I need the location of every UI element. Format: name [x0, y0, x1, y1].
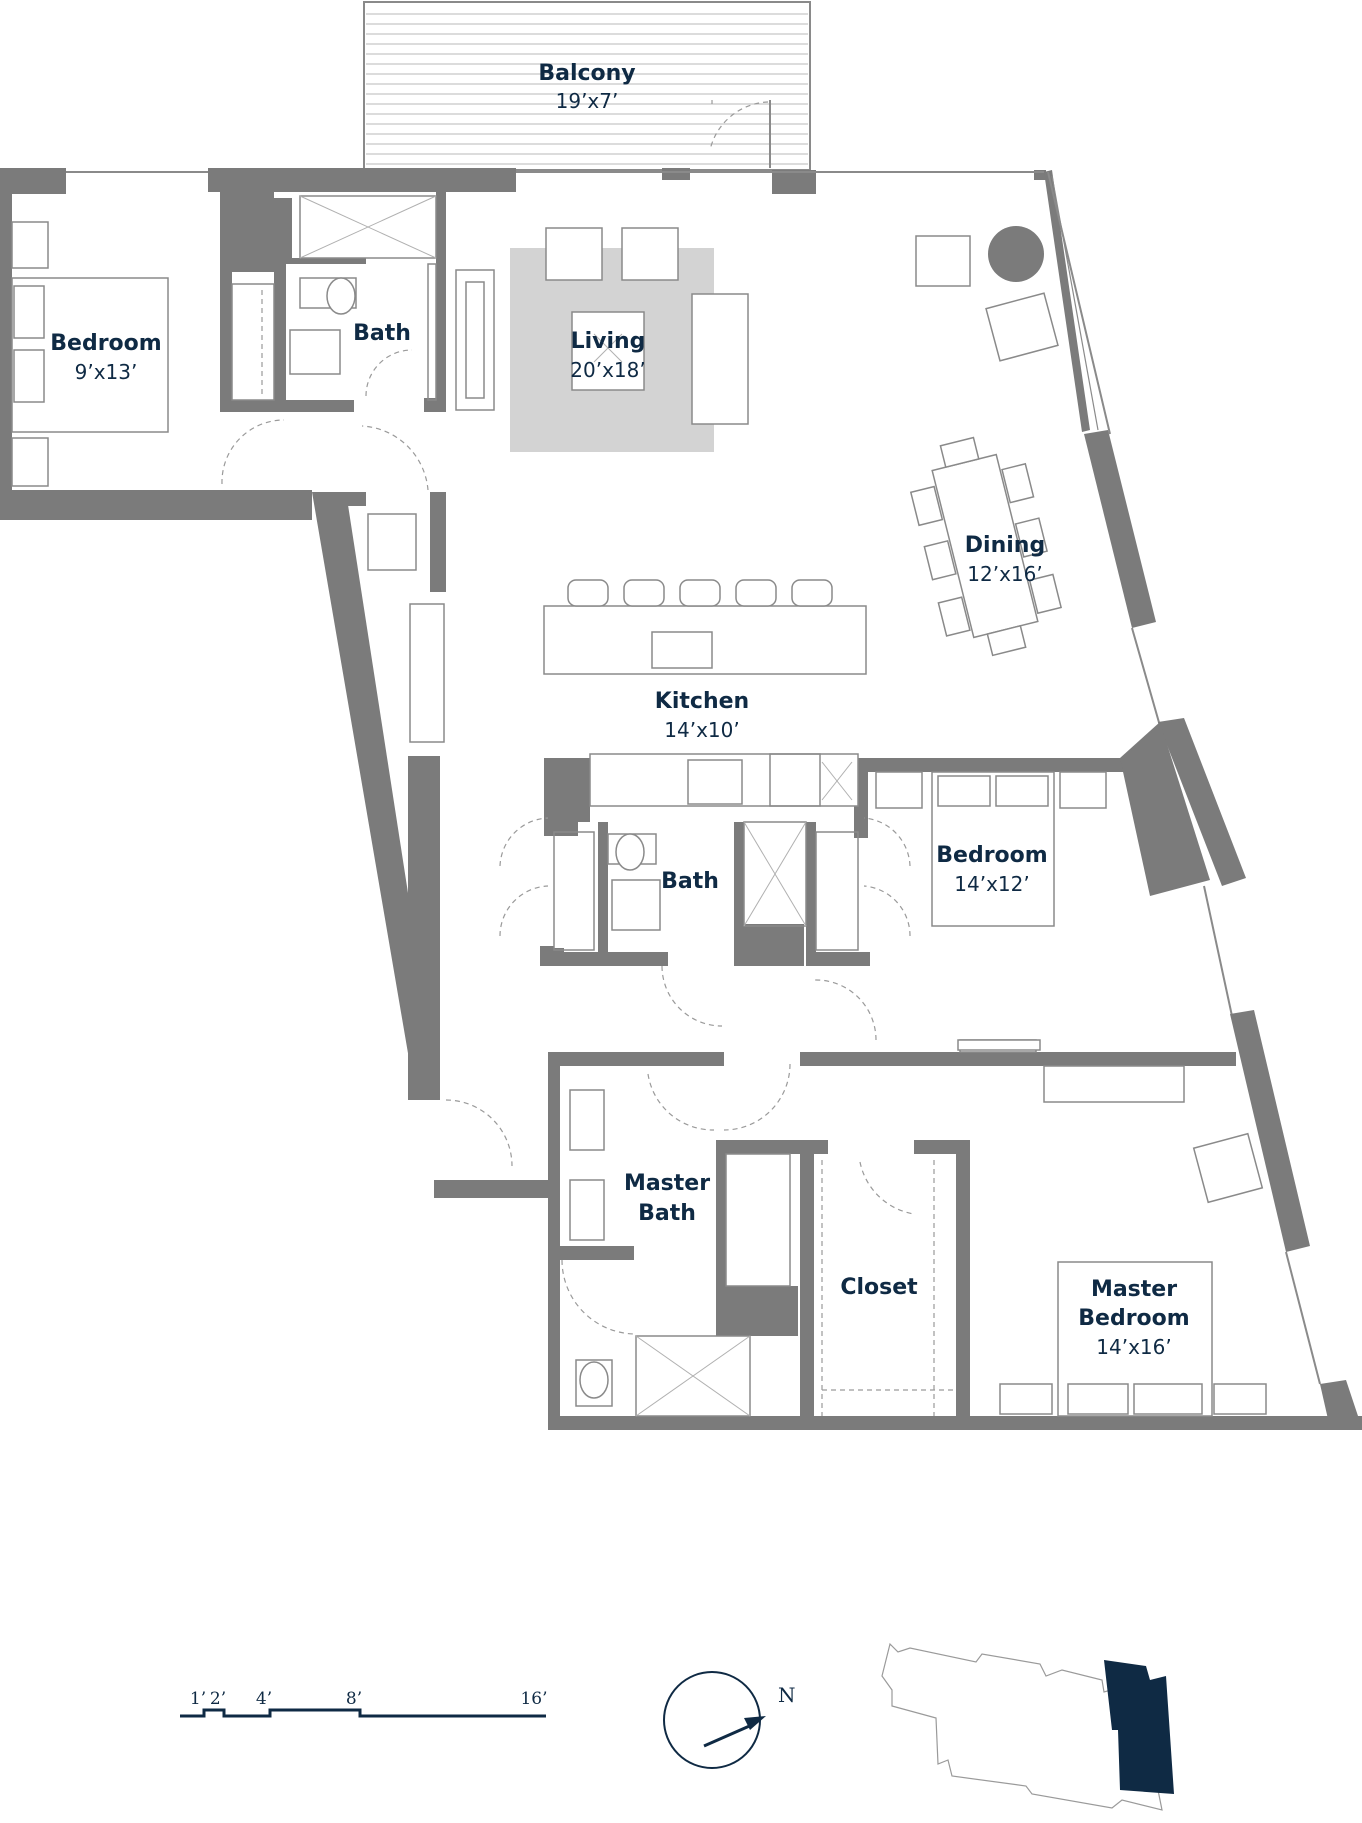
scale-label-1: 1’: [190, 1689, 206, 1709]
living-dim: 20’x18’: [570, 358, 645, 382]
master-bath-label-1: Master: [624, 1171, 710, 1196]
bar-stool: [791, 579, 833, 607]
room-labels: Balcony 19’x7’ Bedroom 9’x13’ Bath Livin…: [50, 61, 1189, 1359]
master-bedroom-dim: 14’x16’: [1096, 1335, 1171, 1359]
bar-stool: [623, 579, 665, 607]
bar-stool: [735, 579, 777, 607]
bar-stool: [679, 579, 721, 607]
bedroom-mid-dim: 14’x12’: [954, 872, 1029, 896]
scale-label-16: 16’: [520, 1689, 547, 1709]
bedroom-mid-label: Bedroom: [936, 843, 1047, 868]
closet-label: Closet: [840, 1275, 918, 1300]
dining-label: Dining: [965, 533, 1045, 558]
bath-top-label: Bath: [353, 321, 411, 346]
bedroom-left-label: Bedroom: [50, 331, 161, 356]
living-label: Living: [571, 329, 646, 354]
bath-mid-label: Bath: [661, 869, 719, 894]
master-bedroom-label-2: Bedroom: [1078, 1306, 1189, 1331]
door-swings: [221, 349, 915, 1335]
balcony-label: Balcony: [538, 61, 635, 86]
master-bath-label-2: Bath: [638, 1201, 696, 1226]
furniture: [11, 195, 1267, 1417]
master-bedroom-label-1: Master: [1091, 1277, 1177, 1302]
scale-label-2: 2’: [210, 1689, 226, 1709]
scale-bar: 1’ 2’ 4’ 8’ 16’: [180, 1689, 548, 1718]
balcony: [363, 1, 811, 171]
kitchen-dim: 14’x10’: [664, 718, 739, 742]
kitchen-label: Kitchen: [655, 689, 749, 714]
north-arrow-icon: N: [663, 1671, 796, 1769]
walls: [0, 168, 1362, 1430]
kitchen-island: [543, 605, 867, 675]
key-plan-icon: [881, 1642, 1174, 1811]
scale-label-8: 8’: [346, 1689, 362, 1709]
balcony-dim: 19’x7’: [556, 89, 619, 113]
scale-label-4: 4’: [256, 1689, 272, 1709]
dining-dim: 12’x16’: [967, 562, 1042, 586]
bar-stool: [567, 579, 609, 607]
north-label: N: [778, 1683, 796, 1707]
bedroom-left-dim: 9’x13’: [75, 360, 138, 384]
